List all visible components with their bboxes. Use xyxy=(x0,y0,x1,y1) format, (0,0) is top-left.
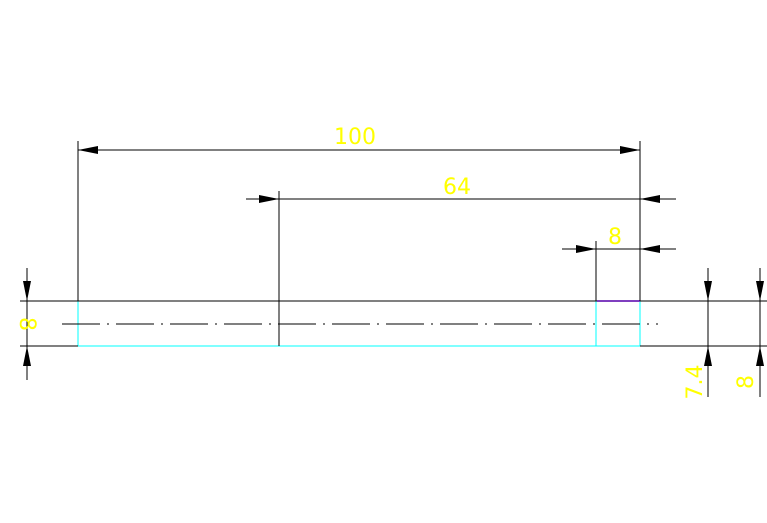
vertical-extension-lines xyxy=(77,141,641,346)
arrowhead-100-left xyxy=(78,146,98,154)
arrowhead-64-left xyxy=(259,195,279,203)
arrowhead-8-end-left xyxy=(576,245,596,253)
arrowhead-7-4-bottom xyxy=(704,346,712,366)
arrowhead-7-4-top xyxy=(704,281,712,301)
arrowhead-8-left-bottom xyxy=(23,346,31,366)
arrowhead-8-end-right xyxy=(640,245,660,253)
dimension-100: 100 xyxy=(78,125,640,154)
dimension-8-left: 8 xyxy=(14,268,39,380)
dimension-text-8-left: 8 xyxy=(14,317,39,331)
arrowhead-8-left-top xyxy=(23,281,31,301)
part-black-edges xyxy=(20,300,767,347)
dimension-text-100: 100 xyxy=(334,125,376,150)
arrowhead-64-right xyxy=(640,195,660,203)
dimension-64: 64 xyxy=(246,175,676,203)
dimension-text-7-4: 7.4 xyxy=(683,365,708,400)
arrowhead-100-right xyxy=(620,146,640,154)
dimension-text-8-right: 8 xyxy=(734,375,759,389)
dimension-text-8-end: 8 xyxy=(608,225,622,250)
dimension-8-end: 8 xyxy=(562,225,676,253)
dimension-text-64: 64 xyxy=(443,175,471,200)
arrowhead-8-right-bottom xyxy=(756,346,764,366)
dimension-7-4: 7.4 xyxy=(683,268,712,400)
arrowhead-8-right-top xyxy=(756,281,764,301)
dimension-8-right: 8 xyxy=(734,268,764,397)
